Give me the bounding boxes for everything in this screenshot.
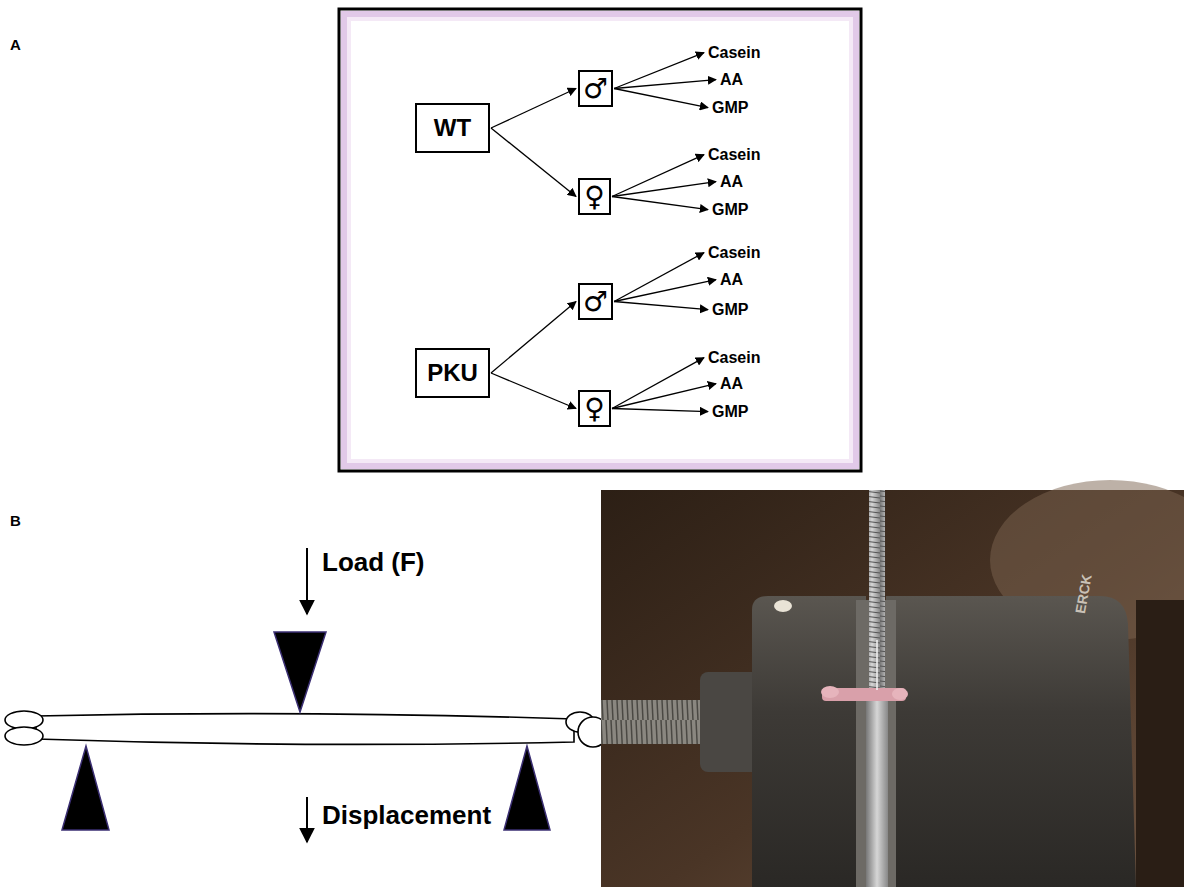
- diet-label: GMP: [710, 98, 750, 117]
- connector-arrow: [614, 89, 708, 108]
- node-text: PKU: [427, 360, 478, 386]
- diet-label: GMP: [710, 402, 750, 421]
- node-text: AA: [720, 375, 743, 392]
- force-label: Load (F): [322, 547, 425, 578]
- diet-label: AA: [718, 70, 745, 89]
- displacement-arrow: [306, 797, 308, 842]
- node-text: Casein: [708, 244, 760, 261]
- connector-arrow: [491, 89, 576, 129]
- connector-arrow: [614, 80, 716, 89]
- displacement-label: Displacement: [322, 800, 491, 831]
- diet-label: GMP: [710, 200, 750, 219]
- node-text: WT: [434, 115, 471, 141]
- connector-arrow: [614, 302, 708, 310]
- connector-arrow: [612, 182, 716, 197]
- node-text: ♂: [583, 75, 608, 103]
- node-text: ♀: [584, 395, 605, 423]
- sex-box: ♀: [578, 178, 611, 215]
- panel-letter: B: [10, 512, 21, 529]
- sex-box: ♂: [578, 70, 613, 107]
- node-text: GMP: [712, 99, 748, 116]
- panel-letter: A: [10, 36, 21, 53]
- connector-arrow: [612, 384, 716, 409]
- node-text: Casein: [708, 44, 760, 61]
- genotype-box: WT: [415, 103, 490, 153]
- support: [504, 746, 550, 830]
- node-text: AA: [720, 271, 743, 288]
- node-text: Casein: [708, 349, 760, 366]
- diet-label: Casein: [706, 145, 762, 164]
- sex-box: ♂: [578, 283, 613, 320]
- node-text: AA: [720, 71, 743, 88]
- connector-arrow: [491, 302, 576, 374]
- genotype-box: PKU: [415, 348, 490, 398]
- panel-frame: [339, 9, 861, 471]
- diet-label: Casein: [706, 243, 762, 262]
- node-text: GMP: [712, 403, 748, 420]
- node-text: ♀: [584, 183, 605, 211]
- photo: [601, 480, 1184, 887]
- connector-arrow: [614, 280, 716, 302]
- connector-arrow: [612, 197, 708, 210]
- connector-arrow: [491, 128, 576, 197]
- connector-arrow: [491, 373, 576, 409]
- diet-label: Casein: [706, 43, 762, 62]
- load-anvil: [274, 632, 326, 712]
- node-text: ♂: [583, 288, 608, 316]
- node-text: Casein: [708, 146, 760, 163]
- node-text: GMP: [712, 301, 748, 318]
- diet-label: AA: [718, 172, 745, 191]
- load-arrow: [306, 548, 308, 614]
- diet-label: AA: [718, 270, 745, 289]
- connector-arrow: [614, 253, 704, 302]
- support: [62, 746, 109, 830]
- bone-schematic: [5, 548, 608, 842]
- connector-arrow: [612, 409, 708, 412]
- diet-label: GMP: [710, 300, 750, 319]
- diet-label: AA: [718, 374, 745, 393]
- connector-arrow: [612, 358, 704, 409]
- connector-arrow: [614, 53, 704, 89]
- sex-box: ♀: [578, 390, 611, 427]
- node-text: GMP: [712, 201, 748, 218]
- diet-label: Casein: [706, 348, 762, 367]
- node-text: AA: [720, 173, 743, 190]
